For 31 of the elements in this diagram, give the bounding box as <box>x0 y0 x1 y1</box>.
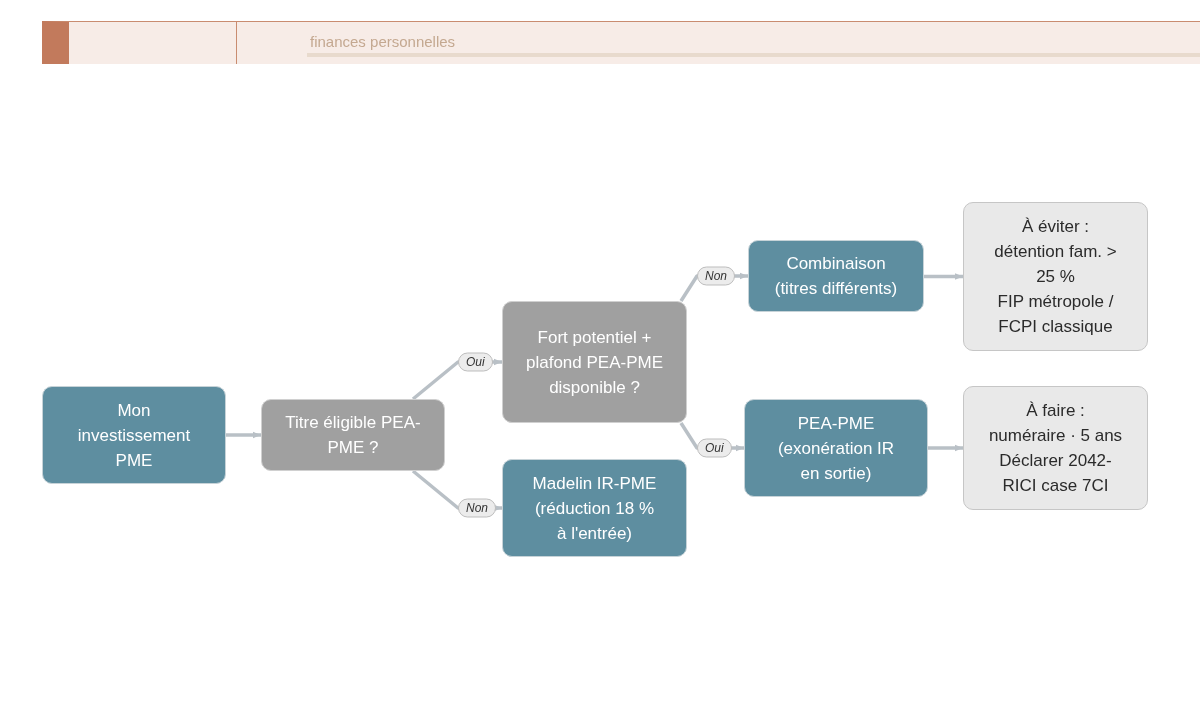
edge-label: Non <box>458 498 496 518</box>
connector-arrow <box>924 273 963 280</box>
node-label: (titres différents) <box>774 278 898 300</box>
node-label: Mon investissement PME <box>76 399 192 472</box>
node-label: PEA-PME <box>797 412 875 435</box>
edge-label: Oui <box>458 352 493 372</box>
connector-arrow <box>226 431 261 439</box>
connector-arrow <box>928 444 963 452</box>
node-label: Fort potentiel + plafond PEA-PME disponible ? <box>525 326 664 399</box>
node-label: Titre éligible PEA-PME ? <box>284 412 422 459</box>
node-label: FIP métropole / FCPI classique <box>996 291 1115 338</box>
node-label: Madelin IR-PME <box>532 472 657 495</box>
decision-box <box>502 301 687 423</box>
node-label: numéraire · 5 ans <box>988 425 1123 447</box>
process-box <box>42 386 226 484</box>
outcome-box <box>748 240 924 312</box>
outcome-box <box>744 399 928 497</box>
node-label: À faire : <box>1026 400 1085 422</box>
decision-box <box>261 399 445 471</box>
node-label: Déclarer 2042-RICI case 7CI <box>998 450 1113 497</box>
note-box <box>963 386 1148 510</box>
node-label: (réduction 18 % à l'entrée) <box>533 497 656 545</box>
node-label: À éviter : <box>1021 216 1090 238</box>
edge-label: Oui <box>697 438 732 458</box>
node-label: Combinaison <box>786 253 886 275</box>
tagline: finances personnelles <box>310 33 456 51</box>
note-box <box>963 202 1148 351</box>
edge-label: Non <box>697 266 735 286</box>
node-label: détention fam. > 25 % <box>993 241 1118 288</box>
node-label: (exonération IR en sortie) <box>776 437 896 485</box>
outcome-box <box>502 459 687 557</box>
